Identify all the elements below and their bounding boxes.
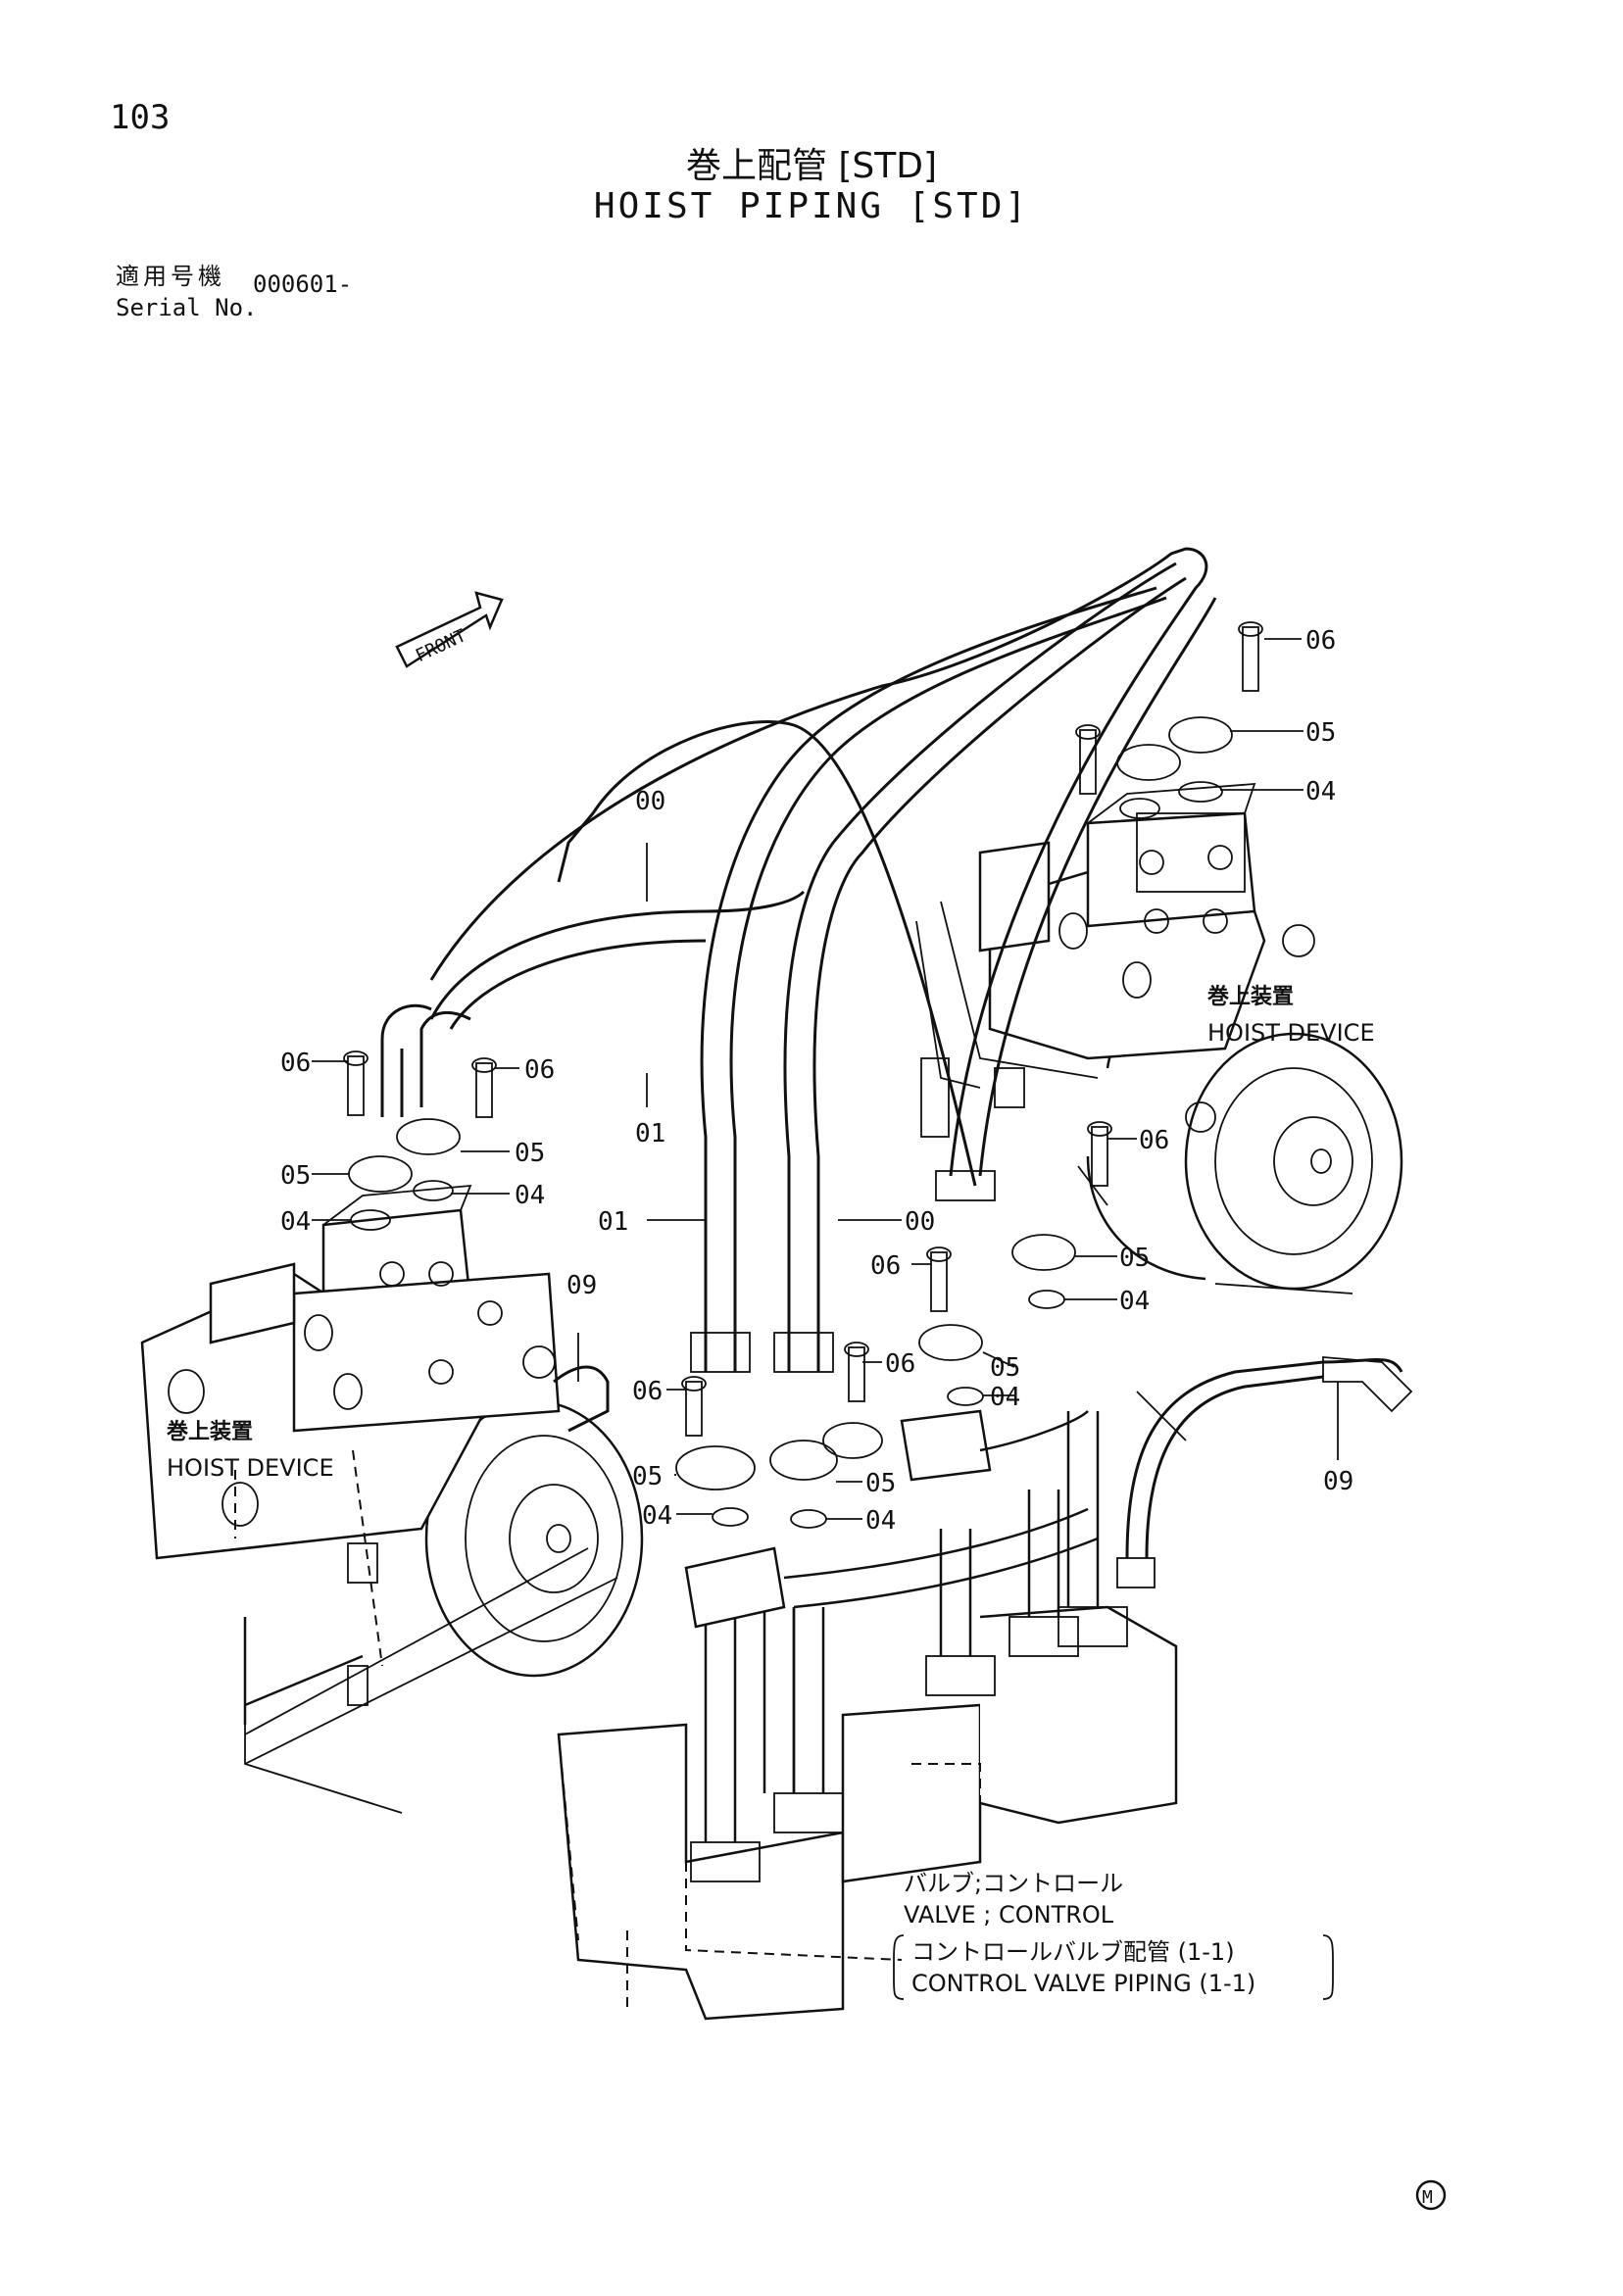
serial-label-en: Serial No. <box>116 294 258 321</box>
page-title-en: HOIST PIPING [STD] <box>593 186 1030 226</box>
hoist-device-label-jp: 巻上装置 <box>1207 984 1294 1009</box>
bracket-left <box>893 1934 905 2000</box>
page-title-jp: 巻上配管 [STD] <box>685 146 938 186</box>
control-valve <box>557 1409 1178 2021</box>
part-label-06: 06 <box>885 1349 915 1379</box>
part-label-04: 04 <box>1119 1287 1150 1316</box>
right-hoist-device <box>915 782 1403 1295</box>
part-label-05: 05 <box>1305 718 1336 748</box>
part-label-05: 05 <box>515 1139 545 1168</box>
part-label-01: 01 <box>598 1207 628 1237</box>
hose-01 <box>380 586 1167 1373</box>
front-arrow-icon: FRONT <box>395 591 504 668</box>
control-valve-label-en: VALVE ; CONTROL <box>904 1901 1114 1929</box>
part-label-04: 04 <box>642 1501 672 1531</box>
part-label-06: 06 <box>1305 626 1336 656</box>
part-label-04: 04 <box>990 1383 1020 1412</box>
hose-00 <box>429 547 1217 1373</box>
part-label-06: 06 <box>1139 1126 1169 1155</box>
part-label-05: 05 <box>990 1353 1020 1383</box>
part-label-05: 05 <box>280 1161 311 1191</box>
page-number: 103 <box>110 98 171 137</box>
serial-number: 000601- <box>253 270 353 298</box>
part-label-01: 01 <box>635 1119 665 1148</box>
part-label-05: 05 <box>1119 1244 1150 1273</box>
control-valve-piping-en: CONTROL VALVE PIPING (1-1) <box>911 1970 1255 1997</box>
part-label-06: 06 <box>632 1377 663 1406</box>
part-label-09: 09 <box>1323 1467 1353 1496</box>
part-label-04: 04 <box>1305 777 1336 806</box>
hose-09 <box>553 1356 1413 1588</box>
part-label-06: 06 <box>524 1055 555 1085</box>
part-label-04: 04 <box>280 1207 311 1237</box>
hoist-device-label-jp: 巻上装置 <box>167 1419 253 1444</box>
part-label-00: 00 <box>635 787 665 816</box>
part-label-00: 00 <box>905 1207 935 1237</box>
part-label-04: 04 <box>865 1506 896 1536</box>
part-label-05: 05 <box>865 1469 896 1498</box>
front-label: FRONT <box>413 625 469 666</box>
control-valve-piping-jp: コントロールバルブ配管 (1-1) <box>911 1938 1235 1966</box>
m-mark-icon: M <box>1415 2179 1447 2211</box>
hoist-device-label-en: HOIST DEVICE <box>1207 1019 1375 1047</box>
bracket-right <box>1322 1934 1334 2000</box>
part-label-06: 06 <box>870 1251 901 1281</box>
serial-label-jp: 適用号機 <box>116 263 225 290</box>
control-valve-label-jp: バルブ;コントロール <box>904 1870 1123 1897</box>
leader-lines <box>312 638 1339 1520</box>
part-label-04: 04 <box>515 1181 545 1210</box>
hoist-device-label-en: HOIST DEVICE <box>167 1454 334 1482</box>
m-mark-label: M <box>1422 2187 1433 2208</box>
part-label-05: 05 <box>632 1462 663 1491</box>
part-label-06: 06 <box>280 1049 311 1078</box>
part-label-09: 09 <box>566 1271 597 1300</box>
